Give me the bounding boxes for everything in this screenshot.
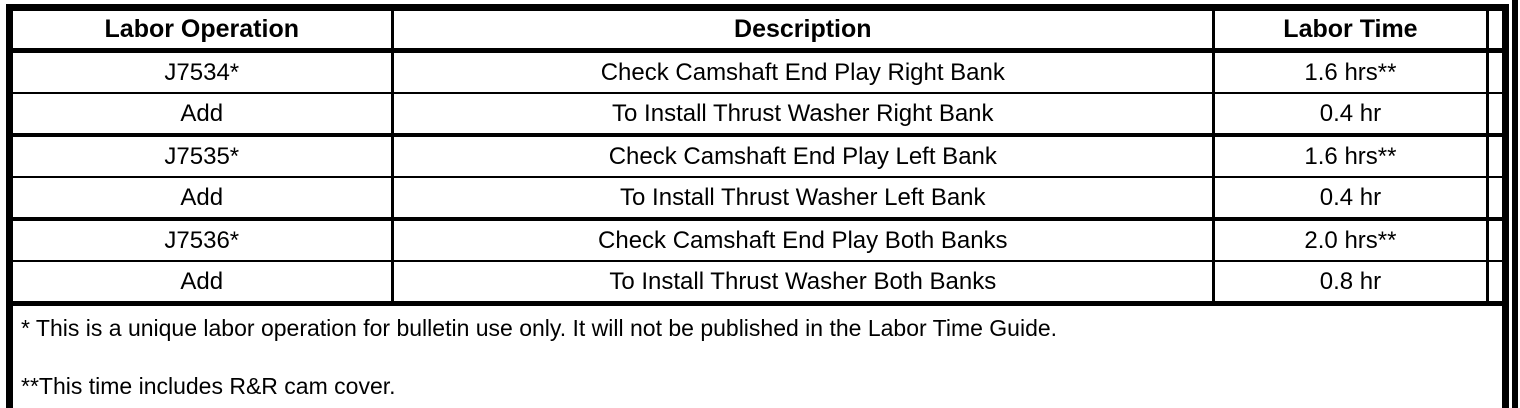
- spacer-cell: [1485, 93, 1508, 137]
- description-cell: Check Camshaft End Play Both Banks: [390, 219, 1216, 262]
- labor-time-cell: 2.0 hrs**: [1212, 219, 1489, 262]
- footnote-area: * This is a unique labor operation for b…: [10, 304, 1506, 408]
- spacer-cell: [1485, 135, 1508, 178]
- labor-op-cell: Add: [8, 261, 394, 306]
- labor-time-table: Labor Operation Description Labor Time J…: [6, 4, 1509, 408]
- description-cell: Check Camshaft End Play Right Bank: [390, 50, 1216, 94]
- page-edge-line: [1512, 0, 1518, 408]
- table-row: J7534* Check Camshaft End Play Right Ban…: [8, 50, 1508, 94]
- table-row: Add To Install Thrust Washer Both Banks …: [8, 261, 1508, 306]
- labor-operation-header: Labor Operation: [8, 7, 394, 53]
- labor-op-cell: J7536*: [8, 219, 394, 262]
- footnote-unique-operation: * This is a unique labor operation for b…: [21, 315, 1058, 341]
- description-cell: To Install Thrust Washer Right Bank: [390, 93, 1216, 137]
- labor-op-cell: Add: [8, 177, 394, 221]
- labor-time-cell: 0.4 hr: [1212, 93, 1489, 137]
- description-header: Description: [390, 7, 1216, 53]
- table-row: Add To Install Thrust Washer Left Bank 0…: [8, 177, 1508, 221]
- labor-op-cell: J7534*: [8, 50, 394, 94]
- labor-time-cell: 0.8 hr: [1212, 261, 1489, 306]
- description-cell: Check Camshaft End Play Left Bank: [390, 135, 1216, 178]
- footnote-time-includes: **This time includes R&R cam cover.: [21, 373, 396, 399]
- description-cell: To Install Thrust Washer Both Banks: [390, 261, 1216, 306]
- table-row: Add To Install Thrust Washer Right Bank …: [8, 93, 1508, 137]
- table-row: J7535* Check Camshaft End Play Left Bank…: [8, 135, 1508, 178]
- spacer-header-cell: [1485, 7, 1508, 53]
- spacer-cell: [1485, 50, 1508, 94]
- spacer-cell: [1485, 219, 1508, 262]
- header-row: Labor Operation Description Labor Time: [8, 7, 1508, 53]
- labor-time-cell: 1.6 hrs**: [1212, 50, 1489, 94]
- table-row: J7536* Check Camshaft End Play Both Bank…: [8, 219, 1508, 262]
- labor-op-cell: J7535*: [8, 135, 394, 178]
- footnote-row: * This is a unique labor operation for b…: [10, 304, 1506, 408]
- labor-time-cell: 1.6 hrs**: [1212, 135, 1489, 178]
- description-cell: To Install Thrust Washer Left Bank: [390, 177, 1216, 221]
- labor-op-cell: Add: [8, 93, 394, 137]
- labor-time-cell: 0.4 hr: [1212, 177, 1489, 221]
- spacer-cell: [1485, 261, 1508, 306]
- labor-time-header: Labor Time: [1212, 7, 1489, 53]
- spacer-cell: [1485, 177, 1508, 221]
